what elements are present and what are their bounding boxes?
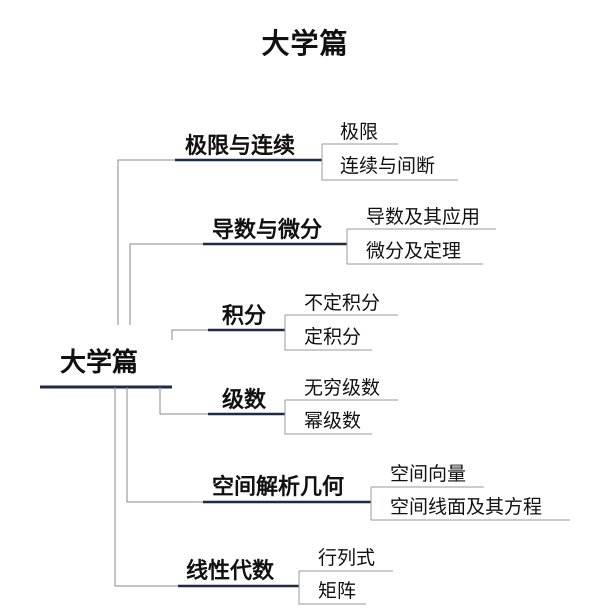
branch-node-analytic-geometry: 空间解析几何 xyxy=(212,475,345,500)
leaf-box-2b xyxy=(346,229,483,265)
leaf-node: 导数及其应用 xyxy=(366,206,481,228)
leaf-node: 不定积分 xyxy=(304,292,381,314)
connector-branch-2 xyxy=(129,243,205,325)
leaf-box-6b xyxy=(298,571,366,605)
connector-branch-6 xyxy=(114,387,180,587)
leaf-node: 极限 xyxy=(340,121,379,143)
branch-node-series: 级数 xyxy=(222,388,267,413)
branch-node-derivatives: 导数与微分 xyxy=(212,218,323,243)
connector-branch-4 xyxy=(159,387,210,415)
leaf-node: 幂级数 xyxy=(304,410,362,432)
connector-branch-5 xyxy=(126,387,205,503)
leaf-box-5b xyxy=(370,487,570,521)
leaf-node: 无穷级数 xyxy=(304,377,381,399)
leaf-box-3b xyxy=(284,315,372,351)
leaf-node: 矩阵 xyxy=(318,580,357,602)
leaf-node: 定积分 xyxy=(304,326,362,348)
connector-branch-3 xyxy=(171,329,210,340)
branch-node-integrals: 积分 xyxy=(222,304,267,329)
leaf-box-1b xyxy=(321,144,458,181)
leaf-node: 连续与间断 xyxy=(340,155,436,177)
branch-node-limits: 极限与连续 xyxy=(185,134,296,159)
leaf-node: 空间向量 xyxy=(390,463,467,485)
leaf-node: 行列式 xyxy=(318,547,376,569)
page-title: 大学篇 xyxy=(261,27,349,60)
leaf-box-4b xyxy=(284,400,372,435)
leaf-node: 空间线面及其方程 xyxy=(390,496,543,518)
leaf-node: 微分及定理 xyxy=(366,240,462,262)
root-node: 大学篇 xyxy=(60,348,139,378)
connector-branch-1 xyxy=(117,159,178,325)
branch-node-linear-algebra: 线性代数 xyxy=(186,559,275,584)
